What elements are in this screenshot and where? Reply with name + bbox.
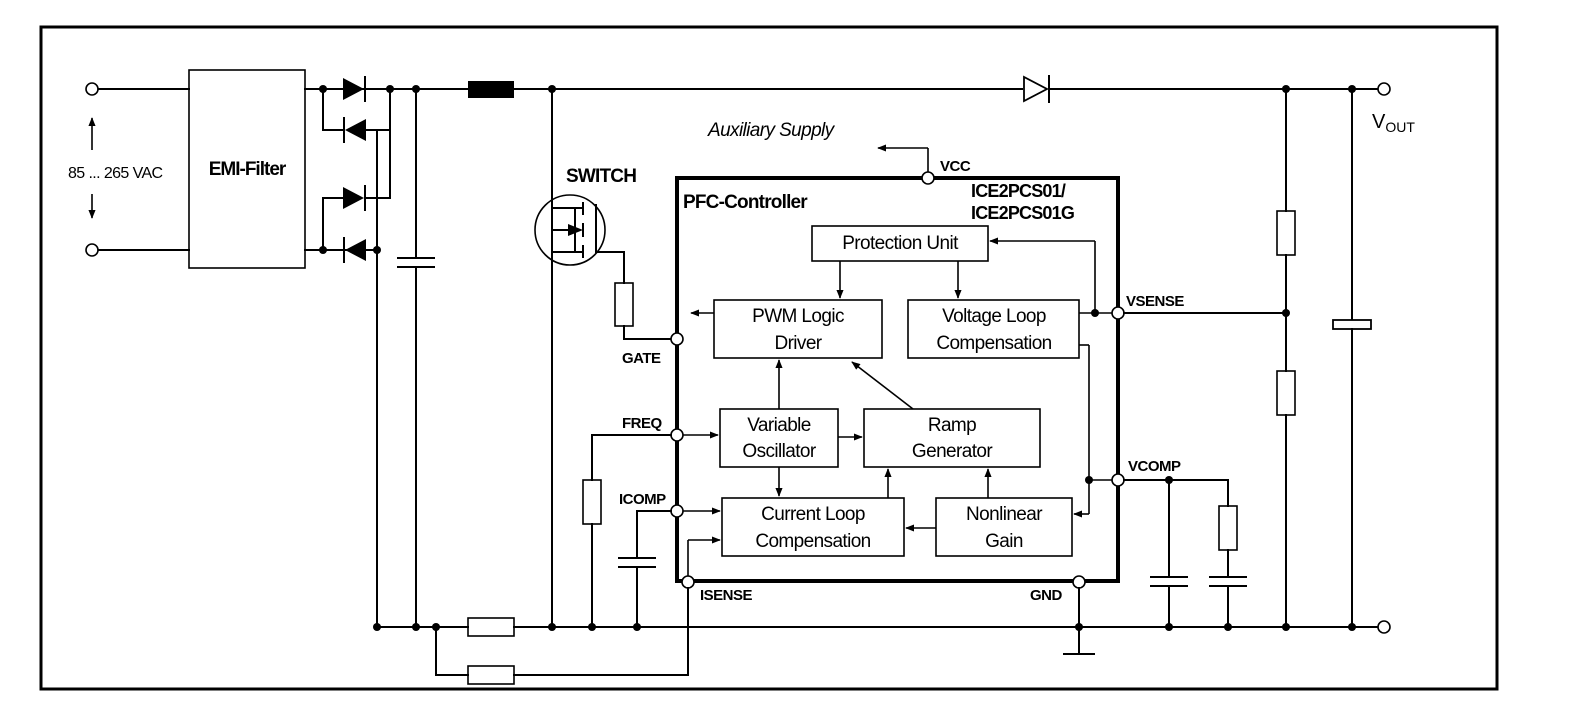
- svg-text:Driver: Driver: [774, 333, 822, 354]
- diagram-frame: [39, 25, 1499, 691]
- diode-d4: [345, 239, 366, 261]
- ac-terminal-bottom: [85, 243, 99, 257]
- svg-text:ICOMP: ICOMP: [619, 491, 666, 508]
- switch-mosfet: [534, 194, 625, 284]
- shunt-resistor-2: [467, 665, 515, 685]
- pin-icomp: ICOMP: [619, 491, 684, 518]
- pin-vsense: VSENSE: [1111, 293, 1185, 320]
- svg-text:Nonlinear: Nonlinear: [966, 504, 1043, 525]
- pin-isense: ISENSE: [681, 575, 753, 604]
- svg-text:GATE: GATE: [622, 350, 661, 367]
- vout-terminal-top: [1377, 82, 1391, 96]
- pin-gnd: GND: [1030, 575, 1086, 604]
- ac-terminal-top: [85, 82, 99, 96]
- vout-label: VOUT: [1372, 111, 1415, 135]
- bridge-rectifier: [304, 76, 556, 628]
- divider-resistor-top: [1276, 210, 1296, 256]
- protection-unit-block: Protection Unit: [811, 225, 989, 262]
- emi-filter: EMI-Filter: [188, 69, 306, 269]
- boost-diode: [1023, 75, 1050, 103]
- input-capacitor: [397, 85, 435, 631]
- svg-text:Compensation: Compensation: [755, 531, 870, 552]
- divider-resistor-bottom: [1276, 370, 1296, 416]
- pwm-logic-driver-block: PWM Logic Driver: [713, 299, 883, 359]
- svg-text:VSENSE: VSENSE: [1126, 293, 1184, 310]
- ground-rail: [373, 587, 1391, 685]
- controller-title: PFC-Controller: [683, 192, 808, 213]
- pin-gate: GATE: [622, 332, 684, 367]
- pfc-controller: PFC-Controller ICE2PCS01/ ICE2PCS01G Pro…: [675, 176, 1120, 583]
- vsense-divider: [1123, 88, 1296, 628]
- svg-text:GND: GND: [1030, 587, 1063, 604]
- pin-freq: FREQ: [622, 415, 684, 442]
- svg-text:VCC: VCC: [940, 158, 971, 175]
- svg-text:Oscillator: Oscillator: [742, 441, 816, 462]
- icomp-capacitor: [618, 510, 672, 628]
- svg-text:Protection Unit: Protection Unit: [842, 233, 959, 254]
- gate-resistor: [614, 282, 634, 327]
- nonlinear-gain-block: Nonlinear Gain: [935, 497, 1073, 557]
- voltage-loop-compensation-block: Voltage Loop Compensation: [907, 299, 1080, 359]
- aux-supply-label: Auxiliary Supply: [707, 120, 836, 141]
- svg-text:FREQ: FREQ: [622, 415, 663, 432]
- svg-text:Ramp: Ramp: [928, 415, 976, 436]
- svg-text:Generator: Generator: [912, 441, 993, 462]
- pin-vcc: VCC: [921, 158, 971, 185]
- ramp-generator-block: Ramp Generator: [863, 408, 1041, 468]
- svg-text:VCOMP: VCOMP: [1128, 458, 1181, 475]
- svg-text:PWM Logic: PWM Logic: [752, 306, 844, 327]
- svg-text:Gain: Gain: [985, 531, 1023, 552]
- controller-part-line2: ICE2PCS01G: [971, 203, 1074, 223]
- vcomp-network: [1123, 476, 1247, 628]
- diode-d1: [343, 78, 364, 100]
- switch-label: SWITCH: [566, 166, 636, 187]
- diode-d3: [343, 187, 364, 209]
- ac-input: 85 ... 265 VAC: [68, 82, 190, 257]
- variable-oscillator-block: Variable Oscillator: [719, 408, 839, 468]
- svg-text:ISENSE: ISENSE: [700, 587, 753, 604]
- svg-text:Current Loop: Current Loop: [761, 504, 865, 525]
- current-loop-compensation-block: Current Loop Compensation: [721, 497, 905, 557]
- svg-text:Variable: Variable: [747, 415, 811, 436]
- input-voltage-label: 85 ... 265 VAC: [68, 165, 163, 182]
- svg-text:Voltage Loop: Voltage Loop: [942, 306, 1046, 327]
- vout-terminal-bottom: [1377, 620, 1391, 634]
- shunt-resistor-1: [467, 617, 515, 637]
- boost-inductor: [468, 81, 514, 98]
- emi-filter-label: EMI-Filter: [209, 159, 287, 180]
- freq-resistor: [582, 434, 672, 628]
- output-capacitor: [1332, 88, 1372, 628]
- diode-d2: [345, 119, 366, 141]
- controller-part-line1: ICE2PCS01/: [971, 181, 1066, 201]
- svg-text:Compensation: Compensation: [936, 333, 1051, 354]
